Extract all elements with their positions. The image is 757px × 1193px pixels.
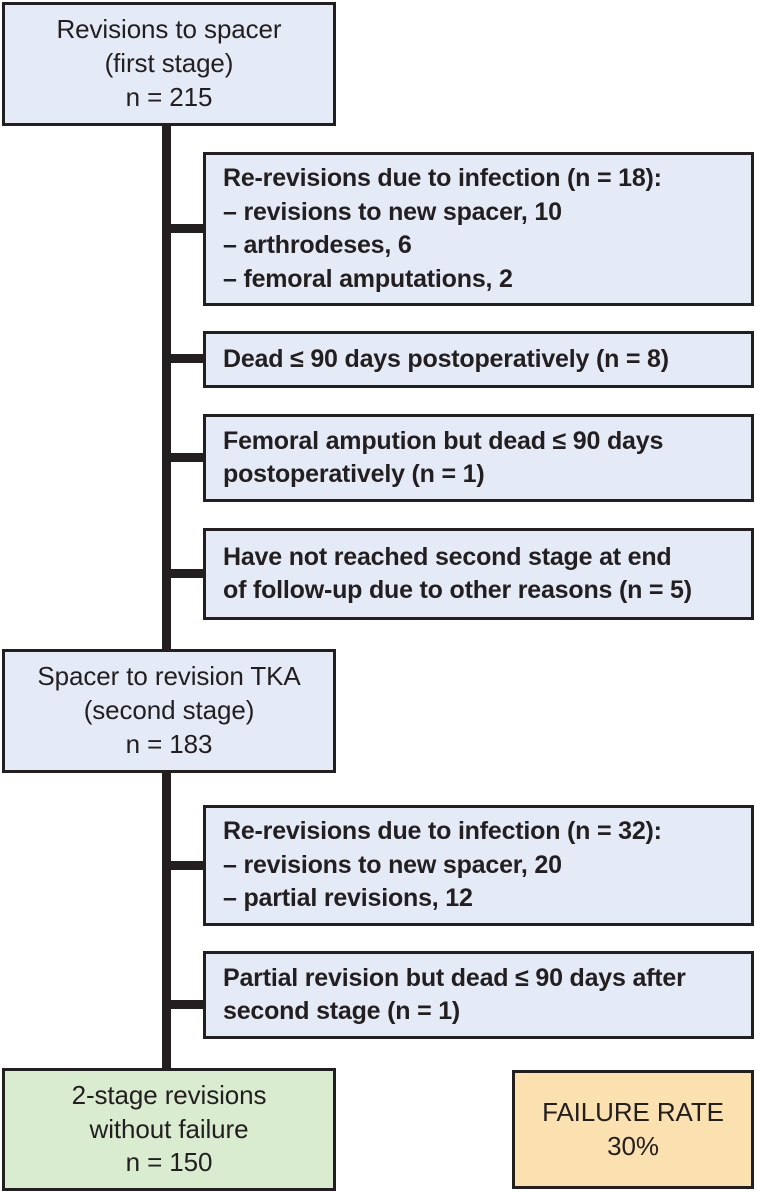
node-exclusion-5[interactable]: Re-revisions due to infection (n = 32): … bbox=[203, 805, 754, 926]
node-exclusion-6[interactable]: Partial revision but dead ≤ 90 days afte… bbox=[203, 951, 754, 1039]
node-exclusion-5-line-3: – partial revisions, 12 bbox=[223, 884, 473, 913]
node-first-stage-line-1: Revisions to spacer bbox=[56, 14, 282, 45]
node-exclusion-3-line-1: Femoral ampution but dead ≤ 90 days bbox=[223, 426, 664, 455]
branch-connector-6 bbox=[166, 1000, 206, 1009]
node-outcome-line-2: without failure bbox=[89, 1113, 249, 1144]
node-first-stage[interactable]: Revisions to spacer (first stage) n = 21… bbox=[2, 2, 336, 126]
node-first-stage-line-2: (first stage) bbox=[104, 48, 234, 79]
trunk-line-lower bbox=[162, 769, 171, 1070]
node-outcome-line-3: n = 150 bbox=[125, 1147, 213, 1178]
node-outcome[interactable]: 2-stage revisions without failure n = 15… bbox=[2, 1068, 336, 1191]
node-exclusion-1-line-1: Re-revisions due to infection (n = 18): bbox=[223, 164, 662, 192]
node-second-stage-line-2: (second stage) bbox=[83, 695, 255, 726]
node-exclusion-5-line-1: Re-revisions due to infection (n = 32): bbox=[223, 817, 662, 846]
node-exclusion-5-line-2: – revisions to new spacer, 20 bbox=[223, 850, 562, 879]
trunk-line-upper bbox=[162, 124, 171, 652]
node-second-stage[interactable]: Spacer to revision TKA (second stage) n … bbox=[2, 649, 336, 773]
node-exclusion-3[interactable]: Femoral ampution but dead ≤ 90 days post… bbox=[203, 414, 754, 502]
node-exclusion-1-line-4: – femoral amputations, 2 bbox=[223, 264, 513, 293]
node-exclusion-4-line-1: Have not reached second stage at end bbox=[223, 542, 672, 571]
node-exclusion-4-line-2: of follow-up due to other reasons (n = 5… bbox=[223, 576, 692, 604]
node-exclusion-4[interactable]: Have not reached second stage at end of … bbox=[203, 528, 754, 620]
node-exclusion-6-line-1: Partial revision but dead ≤ 90 days afte… bbox=[223, 963, 686, 992]
node-first-stage-line-3: n = 215 bbox=[125, 81, 213, 112]
node-exclusion-2-line-1: Dead ≤ 90 days postoperatively (n = 8) bbox=[223, 344, 669, 373]
node-exclusion-2[interactable]: Dead ≤ 90 days postoperatively (n = 8) bbox=[203, 331, 754, 388]
node-exclusion-1[interactable]: Re-revisions due to infection (n = 18): … bbox=[203, 152, 754, 306]
branch-connector-4 bbox=[166, 569, 206, 578]
node-exclusion-6-line-2: second stage (n = 1) bbox=[223, 997, 461, 1025]
branch-connector-2 bbox=[166, 354, 206, 363]
node-exclusion-1-line-2: – revisions to new spacer, 10 bbox=[223, 197, 562, 226]
node-exclusion-3-line-2: postoperatively (n = 1) bbox=[223, 460, 485, 488]
node-second-stage-line-3: n = 183 bbox=[125, 728, 213, 759]
node-failure-rate[interactable]: FAILURE RATE 30% bbox=[512, 1070, 754, 1189]
node-second-stage-line-1: Spacer to revision TKA bbox=[37, 661, 301, 692]
branch-connector-5 bbox=[166, 861, 206, 870]
branch-connector-3 bbox=[166, 453, 206, 462]
node-exclusion-1-line-3: – arthrodeses, 6 bbox=[223, 231, 412, 259]
branch-connector-1 bbox=[166, 224, 206, 233]
node-failure-rate-line-2: 30% bbox=[607, 1130, 659, 1161]
node-outcome-line-1: 2-stage revisions bbox=[71, 1079, 267, 1110]
node-failure-rate-line-1: FAILURE RATE bbox=[542, 1096, 724, 1127]
